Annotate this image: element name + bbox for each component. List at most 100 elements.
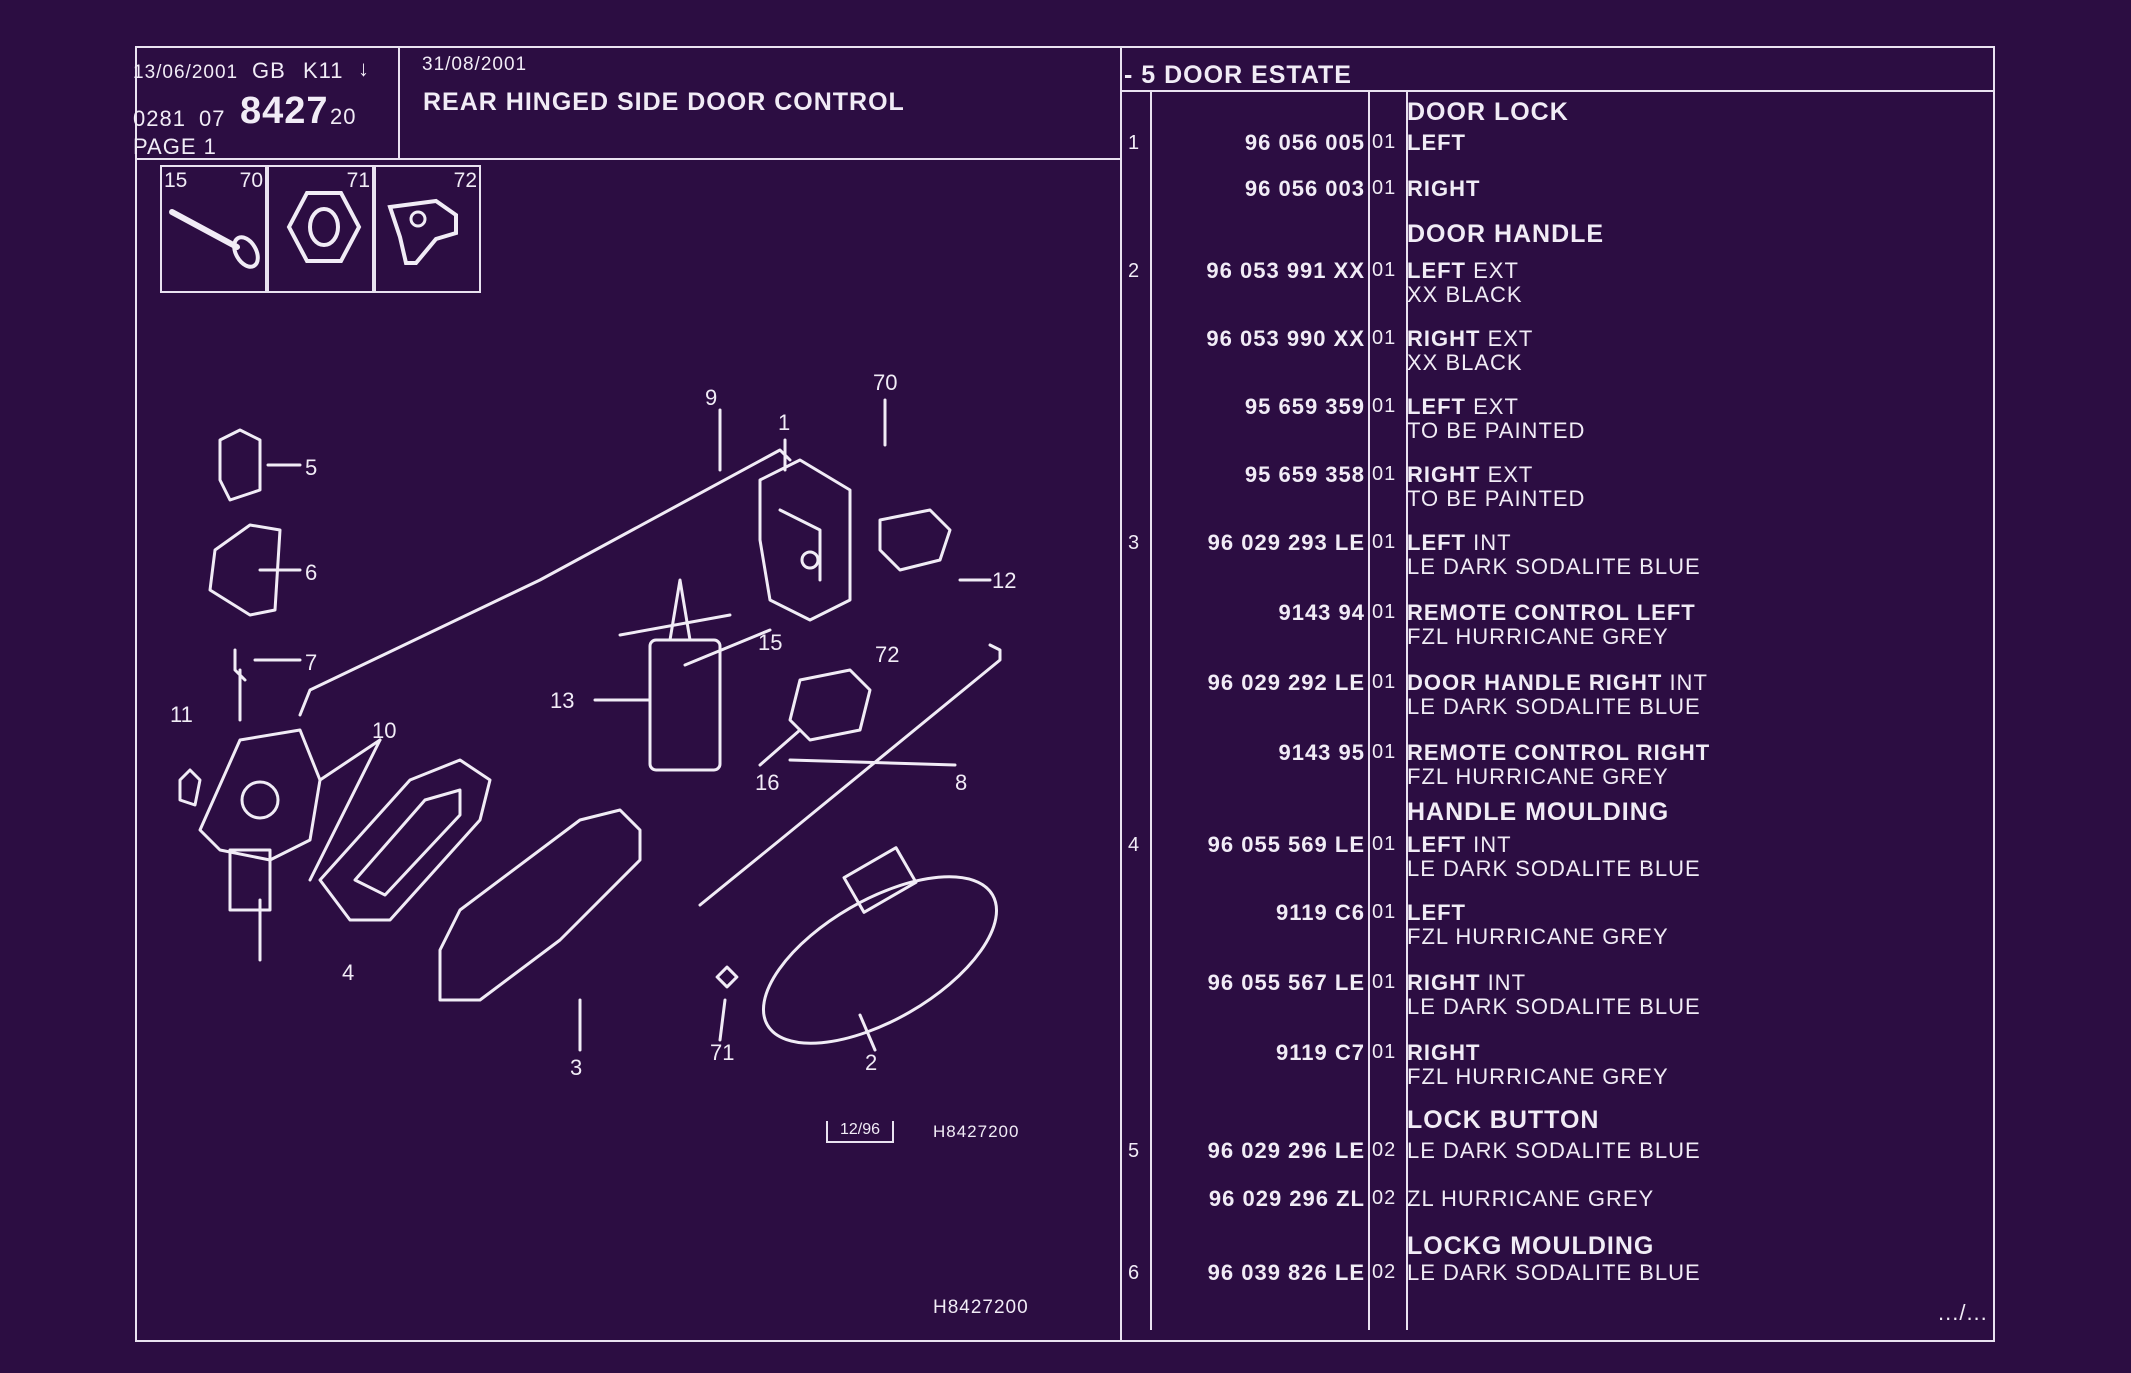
rod-9 [298, 448, 792, 717]
part-description: RIGHT EXT [1407, 462, 1533, 488]
page-number: PAGE 1 [133, 134, 217, 159]
part-colour: XX BLACK [1407, 350, 1523, 375]
part-colour: LE DARK SODALITE BLUE [1407, 856, 1701, 881]
part-12 [878, 508, 952, 572]
exploded-diagram: 9 1 70 5 6 7 11 10 13 15 72 12 16 8 4 3 … [170, 370, 1016, 1080]
model-divider [1120, 90, 1995, 92]
part-description: RIGHT [1407, 1040, 1480, 1066]
part-reference: 9143 94 [1278, 600, 1365, 625]
part-quantity: 01 [1372, 259, 1397, 281]
down-arrow-icon: ↓ [358, 56, 370, 81]
thumbnail-clip: 72 [374, 165, 481, 293]
part-quantity: 01 [1372, 1041, 1397, 1063]
callout-6: 6 [305, 560, 317, 585]
part-quantity: 02 [1372, 1139, 1397, 1161]
callout-72: 72 [875, 642, 899, 667]
part-11 [178, 768, 202, 807]
part-colour: LE DARK SODALITE BLUE [1407, 554, 1701, 579]
callout-70: 70 [873, 370, 897, 395]
part-quantity: 01 [1372, 327, 1397, 349]
date-issued: 13/06/2001 [133, 62, 239, 83]
revision-box: 12/96 [826, 1121, 894, 1143]
thumbnail-nut: 71 [267, 165, 374, 293]
callout-10: 10 [372, 718, 396, 743]
fastener-thumbnails: 15 70 71 72 [160, 165, 485, 295]
part-description-bold: DOOR HANDLE RIGHT [1407, 670, 1663, 695]
callout-7: 7 [305, 650, 317, 675]
part-colour: TO BE PAINTED [1407, 418, 1586, 443]
callout-2: 2 [865, 1050, 877, 1075]
part-description: LE DARK SODALITE BLUE [1407, 1260, 1701, 1286]
part-description-bold: LEFT [1407, 832, 1466, 857]
item-index: 2 [1128, 260, 1141, 282]
part-reference: 96 055 569 LE [1207, 832, 1365, 857]
model-label: - 5 DOOR ESTATE [1124, 61, 1352, 89]
item-index: 1 [1128, 132, 1141, 154]
callout-16: 16 [755, 770, 779, 795]
part-description-bold: LEFT [1407, 530, 1466, 555]
thumbnail-screw: 15 70 [160, 165, 267, 293]
part-reference: 96 029 296 LE [1207, 1138, 1365, 1163]
handle-moulding-part [318, 758, 492, 922]
page-title: REAR HINGED SIDE DOOR CONTROL [423, 88, 905, 116]
part-description-detail: EXT [1480, 326, 1534, 351]
lock-moulding-part [208, 523, 282, 617]
part-group-title: DOOR HANDLE [1407, 220, 1605, 248]
callout-71: 71 [710, 1040, 734, 1065]
part-reference: 96 056 005 [1244, 130, 1365, 155]
part-description-detail: INT [1466, 832, 1512, 857]
part-quantity: 01 [1372, 741, 1397, 763]
header-title-box [400, 46, 1120, 160]
callout-9: 9 [705, 385, 717, 410]
part-reference: 96 053 991 XX [1206, 258, 1365, 283]
part-group-title: LOCK BUTTON [1407, 1106, 1600, 1134]
part-description-detail: EXT [1466, 258, 1519, 283]
part-reference: 96 056 003 [1244, 176, 1365, 201]
part-quantity: 01 [1372, 671, 1397, 693]
callout-1: 1 [778, 410, 790, 435]
part-description: RIGHT INT [1407, 970, 1526, 996]
diagram-ref-bottom: H8427200 [933, 1297, 1029, 1318]
part-description-bold: LEFT [1407, 130, 1466, 155]
door-lock-part [758, 458, 852, 622]
part-description: REMOTE CONTROL LEFT [1407, 600, 1696, 626]
column-divider [1406, 92, 1408, 1330]
part-reference: 9119 C7 [1276, 1040, 1365, 1065]
part-description-detail: INT [1662, 670, 1708, 695]
part-description-bold: REMOTE CONTROL LEFT [1407, 600, 1696, 625]
part-quantity: 01 [1372, 601, 1397, 623]
part-reference: 96 029 296 ZL [1208, 1186, 1365, 1211]
part-description: ZL HURRICANE GREY [1407, 1186, 1654, 1212]
part-description-detail: INT [1480, 970, 1527, 995]
column-divider [1368, 92, 1370, 1330]
part-colour: FZL HURRICANE GREY [1407, 924, 1669, 949]
diagram-ref-small: H8427200 [933, 1122, 1020, 1141]
part-group-title: HANDLE MOULDING [1407, 798, 1670, 826]
callout-5: 5 [305, 455, 317, 480]
rod-8 [698, 643, 1002, 907]
part-reference: 96 039 826 LE [1207, 1260, 1365, 1285]
callout-3: 3 [570, 1055, 582, 1080]
part-description: RIGHT EXT [1407, 326, 1533, 352]
part-description: LEFT [1407, 900, 1466, 926]
part-reference: 95 659 358 [1244, 462, 1365, 487]
page-frame [135, 46, 1995, 1342]
part-group-title: LOCKG MOULDING [1407, 1232, 1655, 1260]
actuator-part [648, 638, 722, 772]
interior-handle-part [438, 808, 642, 1002]
callout-12: 12 [992, 568, 1016, 593]
part-reference: 96 053 990 XX [1206, 326, 1365, 351]
part-colour: LE DARK SODALITE BLUE [1407, 694, 1701, 719]
part-description: DOOR HANDLE RIGHT INT [1407, 670, 1708, 696]
part-colour: LE DARK SODALITE BLUE [1407, 994, 1701, 1019]
screw-icon [169, 209, 260, 269]
callout-13: 13 [550, 688, 574, 713]
part-description-bold: RIGHT [1407, 176, 1481, 201]
column-divider [1120, 46, 1122, 1342]
item-index: 5 [1128, 1140, 1141, 1162]
callout-15: 15 [758, 630, 782, 655]
part-description-detail: INT [1466, 530, 1512, 555]
part-quantity: 01 [1372, 177, 1397, 199]
part-description-bold: LEFT [1407, 394, 1466, 419]
part-reference: 95 659 359 [1244, 394, 1365, 419]
